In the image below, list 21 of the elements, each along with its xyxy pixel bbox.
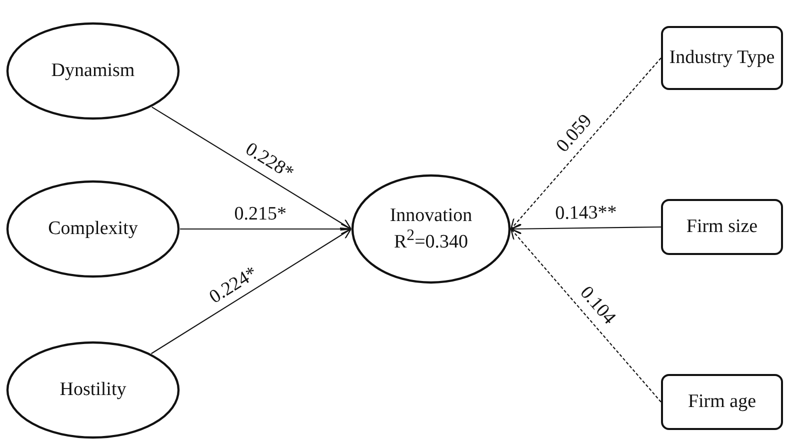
node-label: Innovation — [390, 204, 472, 227]
node-label: Industry Type — [669, 47, 775, 69]
arrow — [180, 223, 352, 235]
r-squared-value: R$^{2}$=0.340 — [394, 226, 468, 253]
control-variable-box — [661, 26, 783, 90]
construct-ellipse — [6, 341, 180, 439]
node-label: Firm age — [688, 391, 756, 413]
control-variable-box — [661, 374, 783, 430]
construct-ellipse — [6, 180, 180, 278]
node-label: Hostility — [60, 379, 126, 401]
construct-ellipse — [351, 174, 511, 284]
arrow — [152, 106, 352, 230]
arrow — [510, 228, 662, 402]
node-label: Dynamism — [51, 60, 135, 82]
node-label: Complexity — [48, 218, 138, 240]
arrow — [510, 223, 661, 234]
arrow — [151, 228, 352, 354]
arrow — [510, 58, 662, 230]
construct-ellipse — [6, 22, 180, 120]
control-variable-box — [661, 199, 783, 255]
node-label: Firm size — [686, 216, 758, 238]
